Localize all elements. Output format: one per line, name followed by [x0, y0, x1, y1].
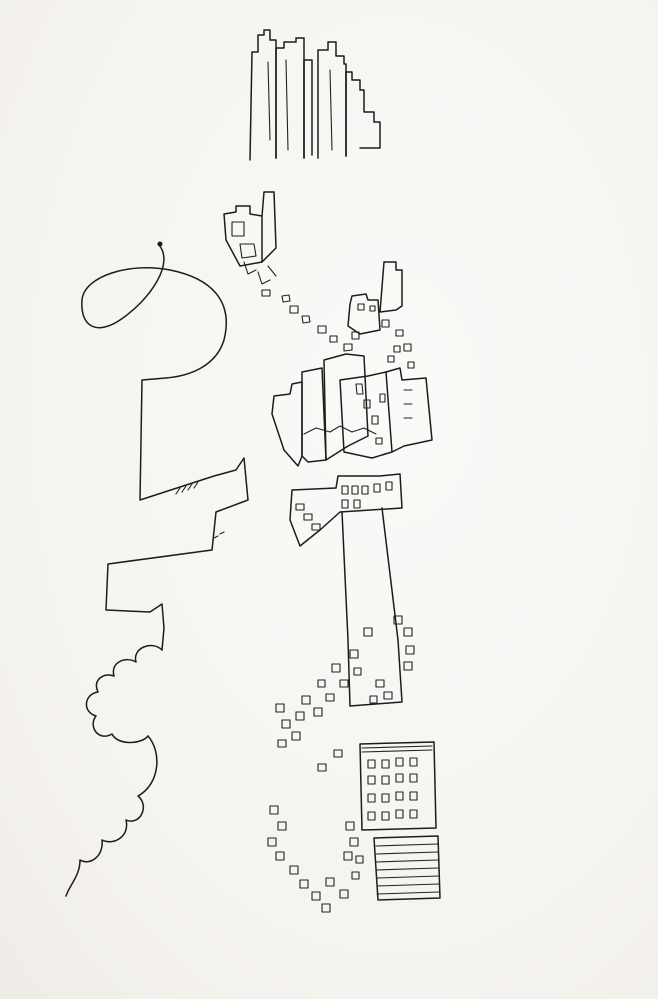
- scattered-blocks-3: [267, 749, 364, 913]
- building-cluster-upper: [223, 191, 277, 285]
- building-cluster-center: [271, 261, 433, 467]
- scattered-blocks-2: [275, 615, 415, 748]
- building-mid-shaft: [289, 473, 403, 707]
- skyline-top: [249, 29, 381, 161]
- scattered-blocks-1: [261, 289, 415, 369]
- coastline-left: [65, 241, 249, 897]
- building-lower-right: [359, 741, 441, 901]
